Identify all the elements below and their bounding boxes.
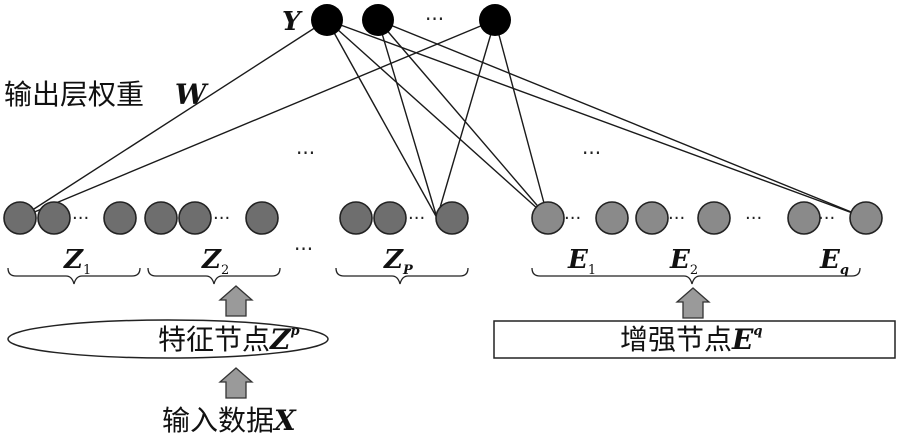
- feature-node: [103, 201, 137, 235]
- arrow-up-icon: [675, 287, 711, 319]
- arrow-up-icon: [218, 367, 254, 399]
- feature-node: [435, 201, 469, 235]
- brace-z2: [147, 267, 281, 285]
- arrow-up-icon: [218, 285, 254, 317]
- feature-node: [3, 201, 37, 235]
- weights-label: 输出层权重 W: [4, 78, 209, 111]
- feature-box-label: 特征节点Zp: [158, 323, 300, 356]
- feature-group-label: Z1: [63, 245, 91, 278]
- feature-nodes-box: 特征节点Zp: [7, 319, 329, 359]
- enhance-nodes: [531, 201, 883, 235]
- feature-nodes: [3, 201, 469, 235]
- feature-group-label: ZP: [383, 245, 414, 278]
- enhance-node: [787, 201, 821, 235]
- feature-node: [339, 201, 373, 235]
- output-connections: [19, 19, 867, 219]
- output-node: [362, 4, 394, 36]
- feature-node: [178, 201, 212, 235]
- enhance-group-label: Eq: [819, 245, 849, 278]
- feature-node: [144, 201, 178, 235]
- input-label: 输入数据X: [162, 404, 297, 437]
- enhance-node: [595, 201, 629, 235]
- group-braces: [7, 267, 861, 285]
- ellipsis: ···: [564, 208, 581, 229]
- weights-symbol: W: [175, 78, 209, 111]
- feature-node: [373, 201, 407, 235]
- ellipsis: ···: [745, 208, 762, 229]
- ellipsis: ···: [668, 208, 685, 229]
- enhance-node: [849, 201, 883, 235]
- ellipsis: ···: [582, 141, 601, 165]
- feature-group-label: Z2: [201, 245, 229, 278]
- ellipsis: ···: [213, 208, 230, 229]
- ellipsis: ···: [296, 141, 315, 165]
- feature-node: [245, 201, 279, 235]
- enhance-node: [697, 201, 731, 235]
- output-layer: Y ···: [282, 4, 511, 37]
- feature-node: [37, 201, 71, 235]
- output-label: Y: [282, 7, 303, 37]
- ellipsis: ···: [408, 208, 425, 229]
- brace-z1: [7, 267, 141, 285]
- ellipsis: ···: [72, 208, 89, 229]
- enhance-group-label: E2: [669, 245, 698, 278]
- output-ellipsis: ···: [425, 7, 444, 31]
- output-node: [311, 4, 343, 36]
- enhance-node: [635, 201, 669, 235]
- brace-e: [531, 267, 861, 285]
- enhance-nodes-box: 增强节点Eq: [493, 320, 896, 359]
- enhance-node: [531, 201, 565, 235]
- output-node: [479, 4, 511, 36]
- weights-label-text: 输出层权重: [4, 78, 144, 111]
- enhance-box-label: 增强节点Eq: [620, 323, 762, 356]
- ellipsis: ···: [294, 237, 313, 261]
- enhance-group-label: E1: [567, 245, 596, 278]
- brace-zp: [335, 267, 469, 285]
- ellipsis: ···: [818, 208, 835, 229]
